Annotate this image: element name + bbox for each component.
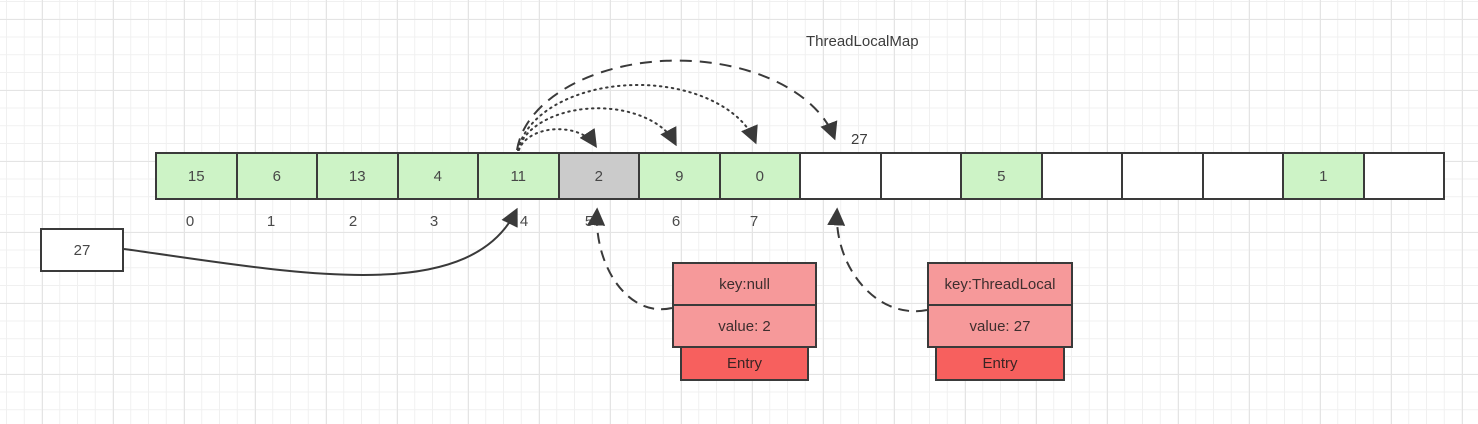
inserted-value-label: 27 xyxy=(851,131,868,148)
probe-arc-index-4-to-8 xyxy=(516,59,838,151)
entry-stale-key: key:null xyxy=(672,262,817,306)
array-cell-14: 1 xyxy=(1282,152,1365,200)
index-label-5: 5 xyxy=(584,213,594,230)
arrow-entry-stale-to-index-5 xyxy=(587,207,673,311)
entry-threadlocal-footer: Entry xyxy=(935,346,1065,381)
array-cell-4: 11 xyxy=(477,152,560,200)
array-cell-1: 6 xyxy=(235,152,318,200)
entry-stale-footer: Entry xyxy=(680,346,809,381)
probe-arc-index-4-to-6 xyxy=(517,107,677,151)
index-label-6: 6 xyxy=(671,213,681,230)
index-label-7: 7 xyxy=(749,213,759,230)
probe-arc-index-4-to-5 xyxy=(518,128,597,151)
entry-box-stale: key:null value: 2 Entry xyxy=(672,262,817,381)
entry-threadlocal-value: value: 27 xyxy=(927,304,1073,348)
index-label-1: 1 xyxy=(266,213,276,230)
entry-threadlocal-key: key:ThreadLocal xyxy=(927,262,1073,306)
array-cell-12 xyxy=(1121,152,1204,200)
array-cell-0: 15 xyxy=(155,152,238,200)
index-label-3: 3 xyxy=(429,213,439,230)
incoming-value-label: 27 xyxy=(73,241,91,259)
array-cell-9 xyxy=(879,152,962,200)
incoming-value-box: 27 xyxy=(40,228,124,272)
threadlocalmap-array: 15 6 13 4 11 2 9 0 5 1 xyxy=(155,152,1445,200)
array-cell-6: 9 xyxy=(638,152,721,200)
array-cell-3: 4 xyxy=(396,152,479,200)
index-label-0: 0 xyxy=(185,213,195,230)
array-cell-5: 2 xyxy=(557,152,640,200)
array-cell-15 xyxy=(1362,152,1445,200)
index-label-4: 4 xyxy=(519,213,529,230)
array-cell-2: 13 xyxy=(316,152,399,200)
array-cell-10: 5 xyxy=(960,152,1043,200)
index-label-2: 2 xyxy=(348,213,358,230)
probe-arc-index-4-to-7 xyxy=(517,83,758,151)
entry-box-threadlocal: key:ThreadLocal value: 27 Entry xyxy=(927,262,1073,381)
array-cell-11 xyxy=(1040,152,1123,200)
entry-stale-value: value: 2 xyxy=(672,304,817,348)
array-cell-8 xyxy=(799,152,882,200)
arrow-incoming-to-index-4 xyxy=(123,207,518,276)
array-cell-13 xyxy=(1201,152,1284,200)
array-cell-7: 0 xyxy=(718,152,801,200)
diagram-title: ThreadLocalMap xyxy=(806,33,919,50)
arrow-entry-threadlocal-to-index-8 xyxy=(827,207,928,313)
